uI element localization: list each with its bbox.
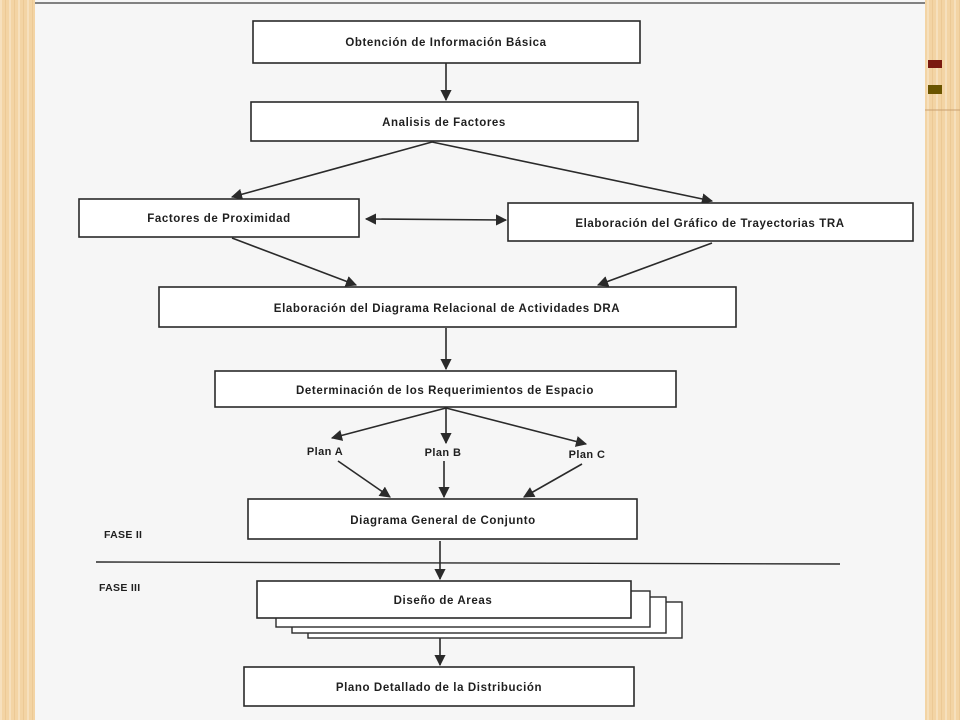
box-requerimientos-label: Determinación de los Requerimientos de E… (296, 385, 594, 397)
accent-square-olive (928, 85, 942, 94)
arrow-proximidad-to-grafico (364, 213, 508, 226)
box-diagrama-general: Diagrama General de Conjunto (247, 498, 638, 540)
phase-iii-label: FASE III (99, 582, 141, 594)
box-analisis: Analisis de Factores (250, 101, 639, 142)
box-diagrama-relacional: Elaboración del Diagrama Relacional de A… (158, 286, 737, 328)
box-grafico: Elaboración del Gráfico de Trayectorias … (507, 202, 914, 242)
box-diseno-areas-stack: Diseño de Areas (256, 580, 683, 639)
box-plano-detallado: Plano Detallado de la Distribución (243, 666, 635, 707)
box-diagrama-relacional-label: Elaboración del Diagrama Relacional de A… (274, 303, 620, 315)
box-grafico-label: Elaboración del Gráfico de Trayectorias … (575, 218, 844, 230)
box-diagrama-general-label: Diagrama General de Conjunto (350, 515, 536, 527)
connectors (230, 63, 714, 667)
arrow-requerimientos-to-plan-a (330, 407, 447, 441)
phase-ii-label: FASE II (104, 529, 142, 541)
box-proximidad-label: Factores de Proximidad (147, 213, 291, 225)
box-obtencion-label: Obtención de Información Básica (345, 37, 546, 49)
arrow-requerimientos-to-plan-c (445, 407, 588, 447)
box-diseno-areas-label: Diseño de Areas (394, 595, 493, 607)
arrow-plan-c-to-conjunto (523, 463, 583, 498)
arrow-grafico-to-dra (596, 242, 713, 287)
box-proximidad: Factores de Proximidad (78, 198, 360, 238)
arrow-analisis-to-proximidad (230, 141, 433, 200)
arrow-plan-a-to-conjunto (337, 460, 391, 498)
arrow-analisis-to-grafico (431, 141, 714, 205)
plan-a-label: Plan A (307, 446, 343, 458)
box-requerimientos: Determinación de los Requerimientos de E… (214, 370, 677, 408)
plan-b-label: Plan B (425, 447, 462, 459)
plan-c-label: Plan C (569, 449, 606, 461)
box-plano-detallado-label: Plano Detallado de la Distribución (336, 682, 542, 694)
accent-square-red (928, 60, 942, 68)
arrow-proximidad-to-dra (231, 237, 358, 287)
box-analisis-label: Analisis de Factores (382, 117, 506, 129)
phase-separator-line (95, 561, 841, 565)
box-obtencion: Obtención de Información Básica (252, 20, 641, 64)
stack-card-front (256, 580, 632, 619)
